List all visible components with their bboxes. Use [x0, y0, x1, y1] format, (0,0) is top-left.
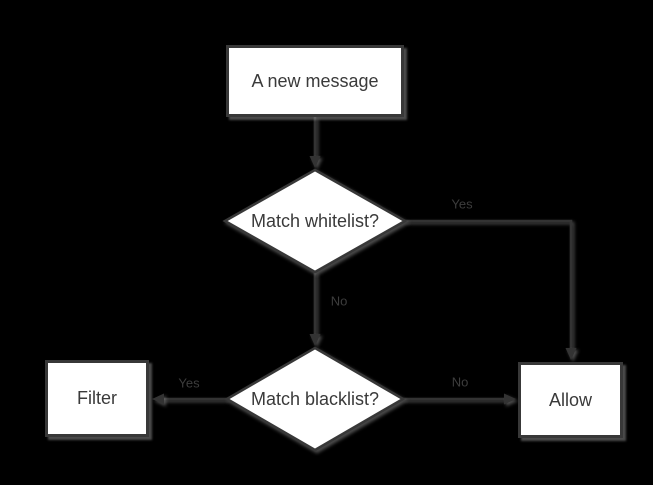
node-start-message: A new message: [226, 45, 404, 117]
edge-label-whitelist-yes: Yes: [451, 196, 473, 212]
node-allow-label: Allow: [548, 389, 592, 410]
arrowhead-into-blacklist: [309, 334, 321, 346]
node-filter-label: Filter: [77, 388, 117, 408]
arrowhead-into-whitelist: [309, 156, 321, 168]
arrowhead-into-filter: [152, 393, 164, 405]
blacklist-diamond: [224, 346, 406, 452]
node-start-label: A new message: [251, 70, 379, 91]
node-allow: Allow: [518, 362, 623, 438]
edge-label-blacklist-no: No: [451, 374, 469, 390]
whitelist-diamond: [222, 168, 408, 274]
edge-label-whitelist-no: No: [330, 293, 348, 309]
node-filter: Filter: [45, 360, 149, 437]
arrowhead-into-allow-top: [565, 348, 577, 360]
connector-whitelist-yes-to-allow: [405, 219, 573, 350]
arrowhead-into-allow-left: [504, 393, 516, 405]
edge-label-blacklist-yes: Yes: [178, 375, 200, 391]
